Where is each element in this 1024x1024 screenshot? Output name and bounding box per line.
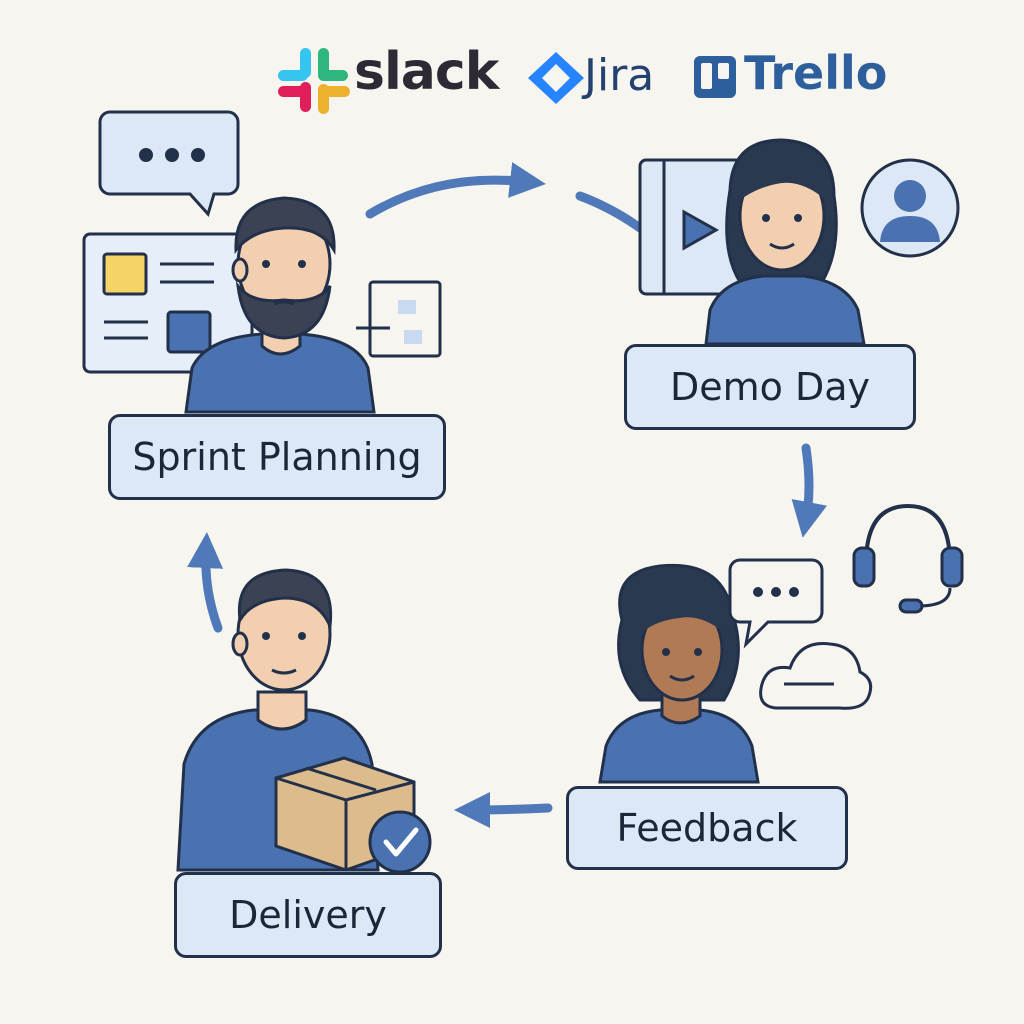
- arrow-feedback-to-delivery: [454, 791, 553, 828]
- arrow-into-demo: [575, 191, 645, 233]
- headset-icon: [852, 503, 964, 614]
- person-demo-presenter: [704, 138, 866, 346]
- arrow-delivery-to-sprint: [187, 532, 224, 633]
- jira-logo-icon: [528, 52, 584, 104]
- stage-label-demo-day: Demo Day: [624, 344, 916, 430]
- stage-label-feedback: Feedback: [566, 786, 848, 870]
- arrow-sprint-to-demo: [365, 162, 546, 219]
- slack-logo-icon: [278, 48, 350, 114]
- user-avatar-icon: [860, 158, 960, 258]
- checkmark-badge-icon: [368, 810, 432, 874]
- stage-label-delivery: Delivery: [174, 872, 442, 958]
- chat-bubble-icon: [98, 110, 240, 217]
- person-feedback-giver: [598, 563, 760, 784]
- jira-logo-text: Jira: [584, 50, 655, 101]
- flow-diagram-icon: [356, 280, 442, 358]
- trello-logo-text: Trello: [744, 46, 888, 100]
- cloud-note-icon: [759, 642, 873, 710]
- person-sprint-planner: [184, 196, 376, 414]
- arrow-demo-to-feedback: [791, 443, 828, 538]
- trello-logo-icon: [694, 56, 736, 98]
- cycle-arrows: [187, 162, 828, 828]
- slack-logo-text: slack: [354, 42, 499, 102]
- stage-label-sprint-planning: Sprint Planning: [108, 414, 446, 500]
- feedback-chat-bubble-icon: [728, 558, 824, 649]
